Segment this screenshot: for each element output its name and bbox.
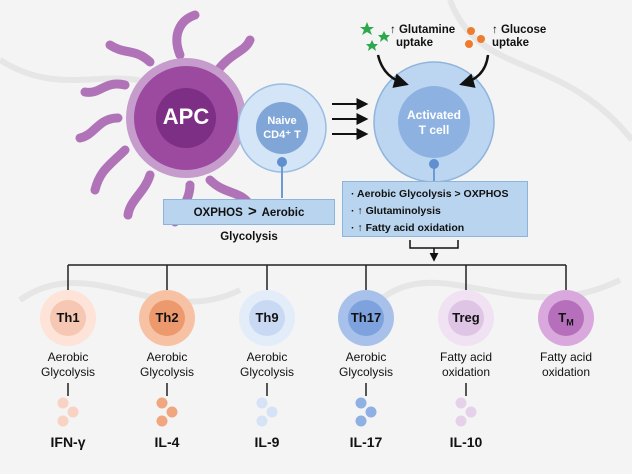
naive-label: Naive CD4⁺ T — [252, 114, 312, 142]
subset-name-th9: Th9 — [237, 310, 297, 326]
subset-metabolism-line-1: Aerobic — [146, 350, 188, 364]
subset-name-subscript: M — [566, 317, 574, 328]
cytokine-th2-dot-2 — [166, 406, 178, 418]
naive-t-cell — [237, 83, 327, 198]
cytokine-treg-dot-2 — [465, 406, 477, 418]
subset-graphics — [40, 265, 594, 427]
glutamine-line1: ↑ Glutamine — [390, 24, 456, 36]
naive-metabolism-box: OXPHOS > Aerobic Glycolysis — [163, 199, 335, 243]
uptake-arrows — [376, 54, 490, 88]
subset-metabolism-line-1: Aerobic — [345, 350, 387, 364]
subset-metabolism-line-2: Glycolysis — [40, 365, 95, 379]
cytokine-th2-dot-1 — [156, 397, 168, 409]
apc-label: APC — [162, 104, 210, 129]
cytokine-th2-dot-3 — [156, 415, 168, 427]
cytokine-th9-dot-3 — [256, 415, 268, 427]
subset-cytokine-th2: IL-4 — [154, 434, 180, 450]
naive-box-op: > — [248, 203, 257, 220]
cytokine-th9-dot-1 — [256, 397, 268, 409]
cell-th17-inner — [348, 300, 384, 336]
subset-name-text: Treg — [452, 310, 480, 325]
cytokine-th1-dot-2 — [67, 406, 79, 418]
subset-metabolism-line-1: Fatty acid — [539, 350, 593, 364]
cytokine-treg-dot-1 — [455, 397, 467, 409]
subset-cytokine-th9: IL-9 — [254, 434, 280, 450]
metabolism-bracket — [409, 240, 459, 262]
subset-name-th17: Th17 — [336, 310, 396, 326]
naive-box-left: OXPHOS — [193, 207, 243, 219]
subset-cytokine-th1: IFN-γ — [50, 434, 86, 450]
naive-label-line1: Naive — [267, 115, 297, 127]
cytokine-th17-dot-1 — [355, 397, 367, 409]
subset-metabolism-line-1: Fatty acid — [439, 350, 493, 364]
subset-metabolism-line-2: Glycolysis — [338, 365, 393, 379]
cell-treg-inner — [448, 300, 484, 336]
cell-tm-inner — [548, 300, 584, 336]
glutamine-icon — [360, 22, 390, 51]
subset-name-text: Th2 — [155, 310, 179, 325]
subset-metabolism-line-2: oxidation — [441, 365, 491, 379]
subset-name-th1: Th1 — [38, 310, 98, 326]
subset-name-text: Th1 — [56, 310, 80, 325]
subset-metabolism-line-1: Aerobic — [47, 350, 89, 364]
cell-th2-inner — [149, 300, 185, 336]
subset-name-tm: TM — [536, 310, 596, 331]
glucose-icon — [465, 27, 485, 48]
subset-cytokine-th17: IL-17 — [349, 434, 383, 450]
subset-name-text: Th9 — [255, 310, 279, 325]
activated-label-line1: Activated — [406, 108, 462, 122]
subset-name-treg: Treg — [436, 310, 496, 326]
activated-label: Activated T cell — [394, 108, 474, 138]
activated-label-line2: T cell — [418, 123, 450, 137]
cell-th1-inner — [50, 300, 86, 336]
cytokine-treg-dot-3 — [455, 415, 467, 427]
glucose-line2: uptake — [492, 37, 530, 49]
naive-label-line2: CD4⁺ T — [263, 129, 301, 141]
activated-metabolism-box: · Aerobic Glycolysis > OXPHOS · ↑ Glutam… — [342, 181, 528, 237]
subset-cytokine-treg: IL-10 — [449, 434, 483, 450]
cytokine-th17-dot-3 — [355, 415, 367, 427]
cytokine-th1-dot-1 — [57, 397, 69, 409]
glutamine-line2: uptake — [396, 37, 434, 49]
naive-box-right: Aerobic Glycolysis — [220, 207, 305, 243]
subset-name-th2: Th2 — [137, 310, 197, 326]
activated-t-cell — [373, 61, 495, 184]
subset-name-text: Th17 — [350, 310, 382, 325]
glucose-uptake-label: ↑ Glucose uptake — [492, 24, 572, 50]
glucose-line1: ↑ Glucose — [492, 24, 547, 36]
cytokine-th1-dot-3 — [57, 415, 69, 427]
cytokine-th9-dot-2 — [266, 406, 278, 418]
activated-box-item-1: · Aerobic Glycolysis > OXPHOS — [351, 188, 509, 200]
activated-box-item-3: · ↑ Fatty acid oxidation — [351, 222, 465, 234]
subset-metabolism-line-2: Glycolysis — [139, 365, 194, 379]
activation-arrows — [332, 98, 369, 140]
subset-metabolism-line-2: oxidation — [541, 365, 591, 379]
cell-th9-inner — [249, 300, 285, 336]
apc-cell — [75, 10, 255, 227]
activated-box-item-2: · ↑ Glutaminolysis — [351, 205, 441, 217]
subset-metabolism-line-1: Aerobic — [246, 350, 288, 364]
subset-name-text: T — [558, 310, 567, 325]
glutamine-uptake-label: ↑ Glutamine uptake — [390, 24, 470, 50]
cytokine-th17-dot-2 — [365, 406, 377, 418]
subset-metabolism-line-2: Glycolysis — [239, 365, 294, 379]
